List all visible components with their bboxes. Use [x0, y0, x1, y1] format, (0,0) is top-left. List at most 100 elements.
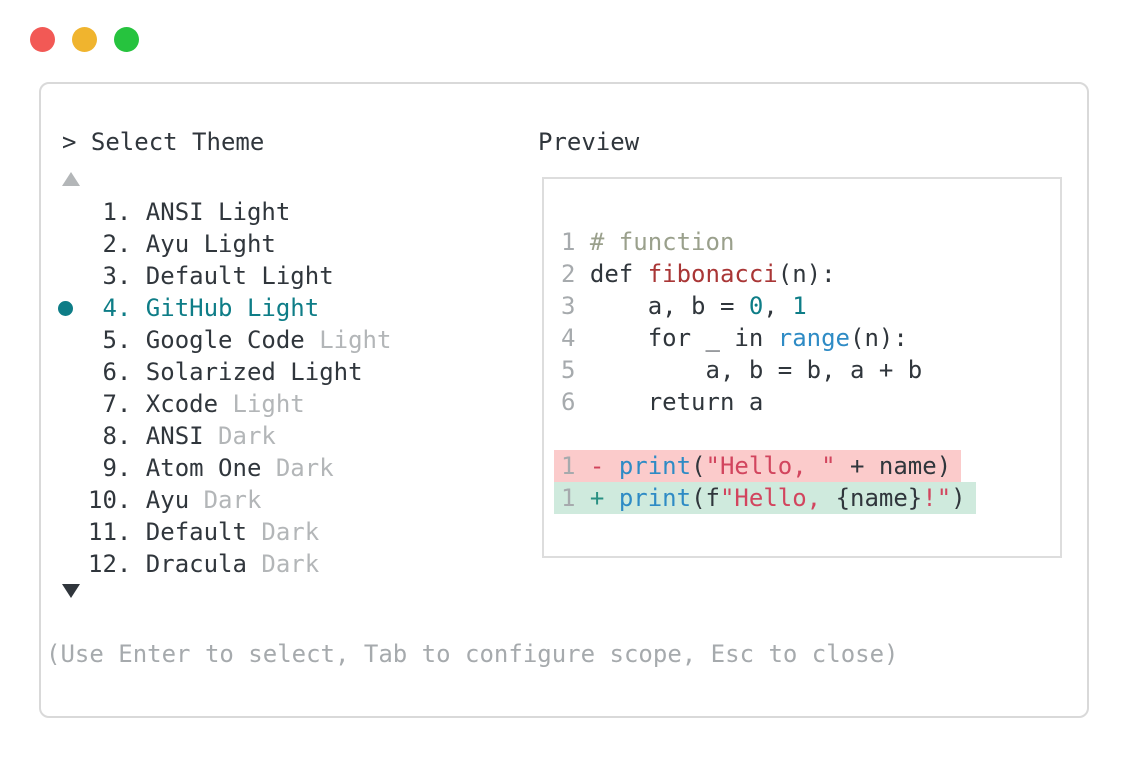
- code-token: (: [691, 452, 706, 480]
- code-token: (n):: [850, 324, 908, 352]
- code-token: (f: [691, 484, 720, 512]
- code-token: (n):: [777, 260, 836, 288]
- code-token: "Hello,: [719, 484, 836, 512]
- zoom-window-button[interactable]: [114, 27, 139, 52]
- theme-list-item[interactable]: 8. ANSI Dark: [41, 420, 511, 452]
- theme-picker-window: > Select Theme 1. ANSI Light 2. Ayu Ligh…: [39, 82, 1089, 718]
- theme-list-item[interactable]: 2. Ayu Light: [41, 228, 511, 260]
- code-token: {name}: [835, 484, 923, 512]
- code-token: !": [922, 484, 952, 512]
- theme-number: 4.: [88, 294, 146, 322]
- theme-name: Atom One: [145, 454, 262, 482]
- code-line: 5 a, b = b, a + b: [561, 354, 976, 386]
- scroll-down-icon[interactable]: [62, 584, 80, 598]
- theme-name: Dracula: [145, 550, 247, 578]
- code-token: -: [589, 452, 605, 480]
- code-token: 2: [561, 260, 576, 288]
- code-token: # function: [589, 228, 735, 256]
- theme-name: ANSI Light: [145, 198, 291, 226]
- theme-variant-suffix: Dark: [261, 454, 334, 482]
- code-token: fibonacci: [647, 260, 778, 288]
- diff-highlight: 1 - print("Hello, " + name): [554, 450, 962, 482]
- theme-name: Ayu Light: [145, 230, 276, 258]
- theme-number: 10.: [88, 486, 146, 514]
- code-token: 1: [792, 292, 807, 320]
- code-line: 3 a, b = 0, 1: [561, 290, 976, 322]
- theme-number: 7.: [88, 390, 146, 418]
- code-token: 5: [561, 356, 576, 384]
- select-theme-title: > Select Theme: [62, 128, 265, 156]
- theme-number: 5.: [88, 326, 146, 354]
- code-token: print: [618, 484, 692, 512]
- diff-highlight: 1 + print(f"Hello, {name}!"): [554, 482, 976, 514]
- code-token: 4: [561, 324, 576, 352]
- theme-list-item[interactable]: 4. GitHub Light: [41, 292, 511, 324]
- theme-number: 3.: [88, 262, 146, 290]
- code-token: 6: [561, 388, 576, 416]
- code-line: 6 return a: [561, 386, 976, 418]
- scroll-up-icon[interactable]: [62, 172, 80, 186]
- theme-name: Google Code: [145, 326, 305, 354]
- code-token: def: [575, 260, 648, 288]
- code-token: a, b =: [575, 292, 749, 320]
- code-token: [604, 484, 618, 512]
- minimize-window-button[interactable]: [72, 27, 97, 52]
- theme-number: 6.: [88, 358, 146, 386]
- code-token: + name): [835, 452, 952, 480]
- theme-list-item[interactable]: 3. Default Light: [41, 260, 511, 292]
- code-token: 1: [561, 228, 576, 256]
- theme-variant-suffix: Dark: [246, 518, 320, 546]
- theme-name: Default: [145, 518, 247, 546]
- theme-list-item[interactable]: 7. Xcode Light: [41, 388, 511, 420]
- code-token: [604, 452, 618, 480]
- theme-list-item[interactable]: 5. Google Code Light: [41, 324, 511, 356]
- theme-name: Default Light: [145, 262, 334, 290]
- code-token: "Hello, ": [705, 452, 836, 480]
- theme-name: ANSI: [145, 422, 204, 450]
- code-token: 1: [561, 452, 576, 480]
- code-token: +: [589, 484, 605, 512]
- theme-name: Xcode: [145, 390, 219, 418]
- theme-number: 1.: [88, 198, 146, 226]
- theme-number: 9.: [88, 454, 146, 482]
- code-token: a, b = b, a + b: [575, 356, 923, 384]
- theme-name: GitHub Light: [145, 294, 320, 322]
- code-token: range: [777, 324, 850, 352]
- code-token: 3: [561, 292, 576, 320]
- code-line: 1 # function: [561, 226, 976, 258]
- code-token: [575, 452, 589, 480]
- theme-number: 11.: [88, 518, 146, 546]
- theme-number: 2.: [88, 230, 146, 258]
- code-token: for _ in: [575, 324, 778, 352]
- theme-name: Solarized Light: [145, 358, 363, 386]
- theme-list-item[interactable]: 10. Ayu Dark: [41, 484, 511, 516]
- theme-name: Ayu: [145, 486, 190, 514]
- theme-variant-suffix: Dark: [189, 486, 262, 514]
- theme-number: 12.: [88, 550, 146, 578]
- theme-variant-suffix: Light: [304, 326, 392, 354]
- theme-list-item[interactable]: 9. Atom One Dark: [41, 452, 511, 484]
- selected-bullet-icon: [58, 300, 73, 316]
- theme-variant-suffix: Light: [218, 390, 305, 418]
- theme-list-item[interactable]: 1. ANSI Light: [41, 196, 511, 228]
- code-token: ): [951, 484, 966, 512]
- theme-list-item[interactable]: 6. Solarized Light: [41, 356, 511, 388]
- theme-list-item[interactable]: 11. Default Dark: [41, 516, 511, 548]
- code-token: print: [618, 452, 692, 480]
- theme-list-item[interactable]: 12. Dracula Dark: [41, 548, 511, 580]
- code-line: 4 for _ in range(n):: [561, 322, 976, 354]
- code-line-blank: [561, 418, 976, 450]
- selected-indicator: [41, 300, 88, 316]
- diff-added-line: 1 + print(f"Hello, {name}!"): [554, 482, 976, 514]
- window-controls: [30, 27, 139, 52]
- diff-deleted-line: 1 - print("Hello, " + name): [554, 450, 976, 482]
- theme-number: 8.: [88, 422, 146, 450]
- theme-variant-suffix: Dark: [203, 422, 276, 450]
- keyboard-hint: (Use Enter to select, Tab to configure s…: [46, 640, 899, 668]
- theme-list: 1. ANSI Light 2. Ayu Light 3. Default Li…: [41, 196, 511, 580]
- code-token: [575, 484, 589, 512]
- close-window-button[interactable]: [30, 27, 55, 52]
- theme-variant-suffix: Dark: [246, 550, 320, 578]
- code-token: 1: [561, 484, 576, 512]
